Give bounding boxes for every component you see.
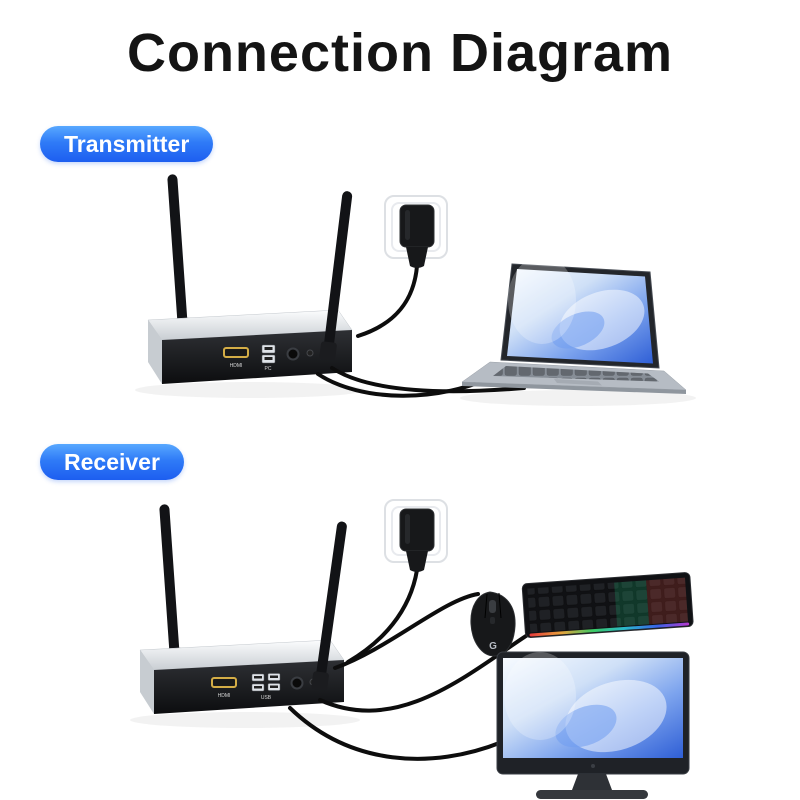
power-adapter-transmitter: [399, 204, 435, 268]
antenna-icon: [316, 521, 347, 679]
receiver-scene: HDMI USB G: [130, 499, 694, 799]
antenna-icon: [167, 174, 188, 327]
dc-jack-icon: [290, 676, 304, 690]
laptop: [461, 256, 687, 394]
receiver-device: HDMI USB: [139, 639, 345, 714]
usb-port-icon: [261, 344, 276, 364]
page-title: Connection Diagram: [126, 23, 674, 83]
mouse-wheel-icon: [489, 600, 496, 613]
transmitter-device-shadow: [135, 382, 365, 398]
transmitter-device: HDMI PC: [147, 309, 353, 384]
mouse-cable: [333, 592, 480, 670]
hdmi-port-icon: [211, 677, 237, 688]
monitor-stand-base: [536, 790, 648, 799]
device-side: [140, 650, 154, 714]
gaming-mouse: G: [470, 591, 516, 657]
transmitter-antenna-left: [167, 174, 192, 337]
usb-cable-transmitter: [330, 366, 526, 394]
transmitter-badge: Transmitter: [40, 126, 214, 162]
power-adapter-receiver: [399, 508, 435, 572]
receiver-device-shadow: [130, 712, 360, 728]
transmitter-antenna-right: [319, 191, 353, 361]
mouse-logo: G: [489, 641, 497, 652]
reset-button-icon: [306, 349, 314, 357]
transmitter-scene: HDMI PC: [135, 174, 696, 406]
laptop-front-edge: [462, 382, 686, 394]
dc-jack-icon: [286, 347, 300, 361]
keyboard-keys: [527, 577, 689, 633]
antenna-icon: [159, 504, 180, 657]
receiver-antenna-right: [311, 521, 347, 691]
antenna-icon: [324, 191, 353, 349]
device-side: [148, 320, 162, 384]
receiver-usb-label: USB: [261, 695, 272, 701]
transmitter-usb-label: PC: [265, 366, 272, 372]
power-cable-transmitter: [356, 264, 419, 338]
device-front: [154, 660, 344, 714]
monitor-stand-neck: [572, 774, 612, 790]
receiver-hdmi-label: HDMI: [218, 693, 231, 699]
monitor-cable: [288, 706, 504, 761]
power-cable-receiver: [346, 568, 419, 664]
monitor-power-led: [591, 764, 595, 768]
receiver-antenna-left: [159, 504, 184, 667]
usb-port-2-icon: [267, 673, 281, 691]
monitor: [496, 651, 690, 799]
device-front: [162, 330, 352, 384]
transmitter-hdmi-label: HDMI: [230, 363, 243, 369]
rgb-keyboard: [521, 572, 694, 639]
keyboard-rgb-strip: [529, 622, 690, 637]
receiver-badge: Receiver: [40, 444, 184, 480]
laptop-shadow: [460, 390, 696, 406]
laptop-trackpad: [554, 379, 602, 386]
hdmi-port-icon: [223, 347, 249, 358]
usb-port-1-icon: [251, 673, 265, 692]
